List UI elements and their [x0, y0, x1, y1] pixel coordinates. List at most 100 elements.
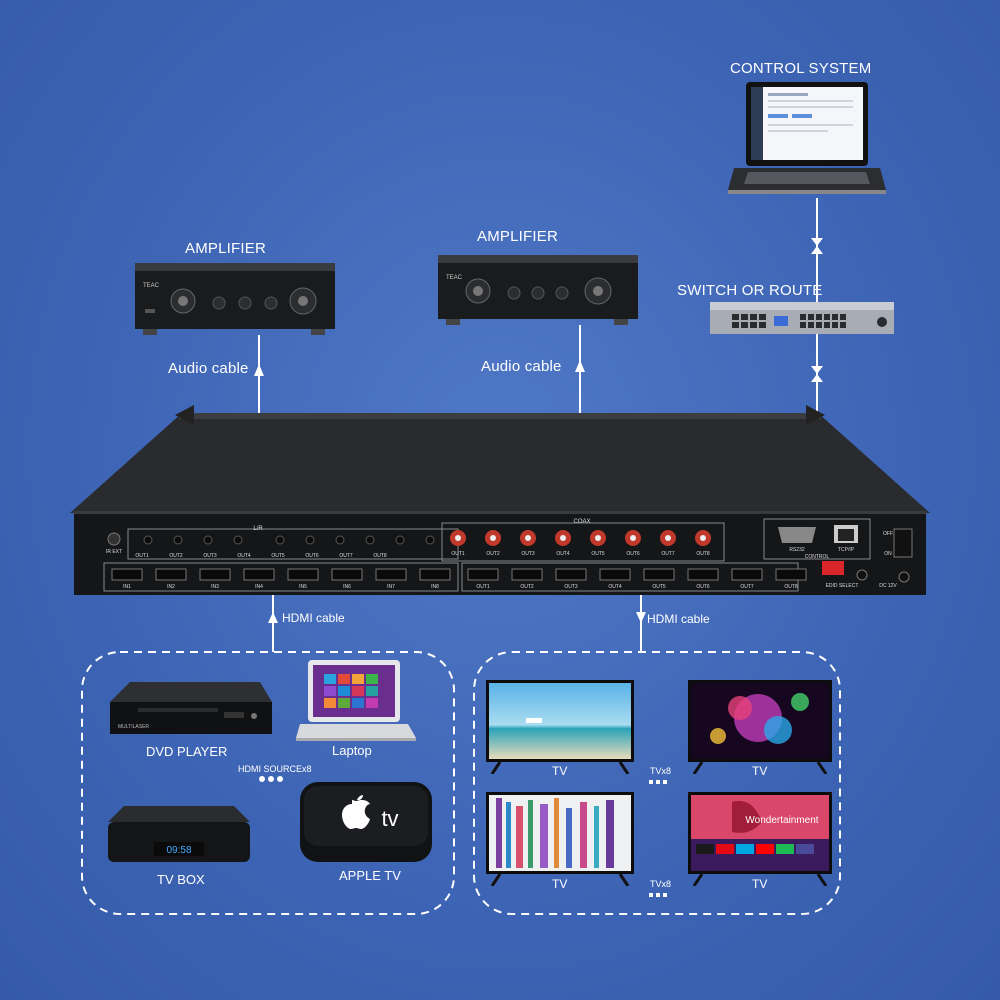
svg-text:RS232: RS232	[789, 547, 805, 553]
svg-text:IN1: IN1	[123, 584, 131, 590]
audio-cable-left-label: Audio cable	[168, 360, 249, 377]
svg-text:OUT1: OUT1	[451, 551, 465, 557]
ellipsis-dot	[656, 893, 660, 897]
arrow-down-icon	[636, 612, 646, 623]
svg-text:IN7: IN7	[387, 584, 395, 590]
tvx8-bottom-label: TVx8	[650, 879, 672, 889]
coax-label: COAX	[573, 519, 590, 525]
tv-3-label: TV	[552, 877, 568, 891]
apple-tv-image: tv	[300, 782, 432, 862]
svg-text:OUT1: OUT1	[135, 553, 149, 559]
svg-text:OUT8: OUT8	[696, 551, 710, 557]
hdmi-matrix-switcher: IR EXT L/R COAX OUT1 OUT2 OUT3 OUT4 OUT5…	[70, 405, 930, 595]
tv-box-clock: 09:58	[166, 845, 191, 856]
svg-text:CONTROL: CONTROL	[805, 554, 830, 560]
tv-2-label: TV	[752, 764, 768, 778]
tv-3-image	[486, 792, 634, 886]
svg-text:IN2: IN2	[167, 584, 175, 590]
svg-text:OUT7: OUT7	[339, 553, 353, 559]
svg-text:MULTILASER: MULTILASER	[118, 724, 149, 730]
svg-text:DC 12V: DC 12V	[879, 583, 897, 589]
apple-logo-icon	[342, 800, 370, 829]
ellipsis-dot	[259, 776, 265, 782]
displays-group-box	[473, 651, 841, 915]
svg-text:TEAC: TEAC	[446, 275, 463, 281]
svg-text:IN4: IN4	[255, 584, 263, 590]
svg-text:OUT4: OUT4	[237, 553, 251, 559]
tvx8-top-label: TVx8	[650, 766, 672, 776]
svg-text:OUT3: OUT3	[203, 553, 217, 559]
apple-tv-logo-text: tv	[381, 806, 398, 831]
svg-text:OUT7: OUT7	[661, 551, 675, 557]
tv-1-image	[486, 680, 634, 774]
svg-text:OUT8: OUT8	[784, 584, 798, 590]
ellipsis-dot	[277, 776, 283, 782]
svg-text:OUT1: OUT1	[476, 584, 490, 590]
ir-ext-label: IR EXT	[106, 549, 122, 555]
bidirectional-arrow-icon	[811, 238, 823, 246]
arrow-up-icon	[268, 612, 278, 623]
tv-1-label: TV	[552, 764, 568, 778]
hdmi-cable-out-label: HDMI cable	[647, 612, 710, 626]
dvd-player-label: DVD PLAYER	[146, 744, 228, 759]
ellipsis-dot	[649, 893, 653, 897]
audio-cable-right-label: Audio cable	[481, 358, 562, 375]
svg-text:OUT6: OUT6	[305, 553, 319, 559]
ellipsis-dot	[268, 776, 274, 782]
tv-4-image: Wondertainment	[688, 792, 832, 886]
svg-text:OUT8: OUT8	[373, 553, 387, 559]
svg-text:OUT7: OUT7	[740, 584, 754, 590]
bidirectional-arrow-icon	[811, 366, 823, 374]
laptop-image	[296, 660, 416, 741]
svg-text:OUT3: OUT3	[521, 551, 535, 557]
arrow-up-icon	[254, 364, 264, 376]
tv-2-image	[688, 680, 832, 774]
laptop-label: Laptop	[332, 743, 372, 758]
svg-text:OUT4: OUT4	[556, 551, 570, 557]
amplifier-left-label: AMPLIFIER	[185, 240, 266, 257]
hdmi-cable-in-label: HDMI cable	[282, 611, 345, 625]
svg-text:OUT2: OUT2	[520, 584, 534, 590]
amplifier-left-image: TEAC	[135, 263, 335, 335]
svg-text:OUT2: OUT2	[486, 551, 500, 557]
svg-text:OUT4: OUT4	[608, 584, 622, 590]
dvd-player-image: MULTILASER	[110, 682, 272, 734]
control-system-label: CONTROL SYSTEM	[730, 60, 872, 77]
sources-group-box	[81, 651, 455, 915]
amplifier-right-image: TEAC	[438, 255, 638, 325]
tv-4-label: TV	[752, 877, 768, 891]
tv-box-image: 09:58	[108, 806, 250, 862]
svg-text:OUT2: OUT2	[169, 553, 183, 559]
ellipsis-dot	[663, 780, 667, 784]
lr-label: L/R	[253, 526, 263, 532]
switch-or-route-label: SWITCH OR ROUTE	[677, 282, 823, 299]
svg-text:TCP/IP: TCP/IP	[838, 547, 855, 553]
hdmi-sources-label: HDMI SOURCEx8	[238, 764, 312, 774]
svg-text:OUT5: OUT5	[591, 551, 605, 557]
tv-box-label: TV BOX	[157, 872, 205, 887]
apple-tv-label: APPLE TV	[339, 868, 401, 883]
svg-text:OUT6: OUT6	[626, 551, 640, 557]
ellipsis-dot	[663, 893, 667, 897]
svg-text:IN5: IN5	[299, 584, 307, 590]
ellipsis-dot	[656, 780, 660, 784]
control-laptop-image	[728, 82, 886, 194]
svg-text:TEAC: TEAC	[143, 283, 160, 289]
svg-text:IN8: IN8	[431, 584, 439, 590]
svg-text:OUT3: OUT3	[564, 584, 578, 590]
svg-text:ON: ON	[884, 551, 892, 557]
ellipsis-dot	[649, 780, 653, 784]
svg-text:OUT5: OUT5	[652, 584, 666, 590]
svg-text:EDID SELECT: EDID SELECT	[826, 583, 859, 589]
svg-text:OFF: OFF	[883, 531, 893, 537]
bidirectional-arrow-icon	[811, 374, 823, 382]
bidirectional-arrow-icon	[811, 246, 823, 254]
svg-text:OUT5: OUT5	[271, 553, 285, 559]
svg-text:IN3: IN3	[211, 584, 219, 590]
samsung-banner-text: Wondertainment	[745, 815, 818, 826]
arrow-up-icon	[575, 360, 585, 372]
svg-text:OUT6: OUT6	[696, 584, 710, 590]
svg-text:IN6: IN6	[343, 584, 351, 590]
